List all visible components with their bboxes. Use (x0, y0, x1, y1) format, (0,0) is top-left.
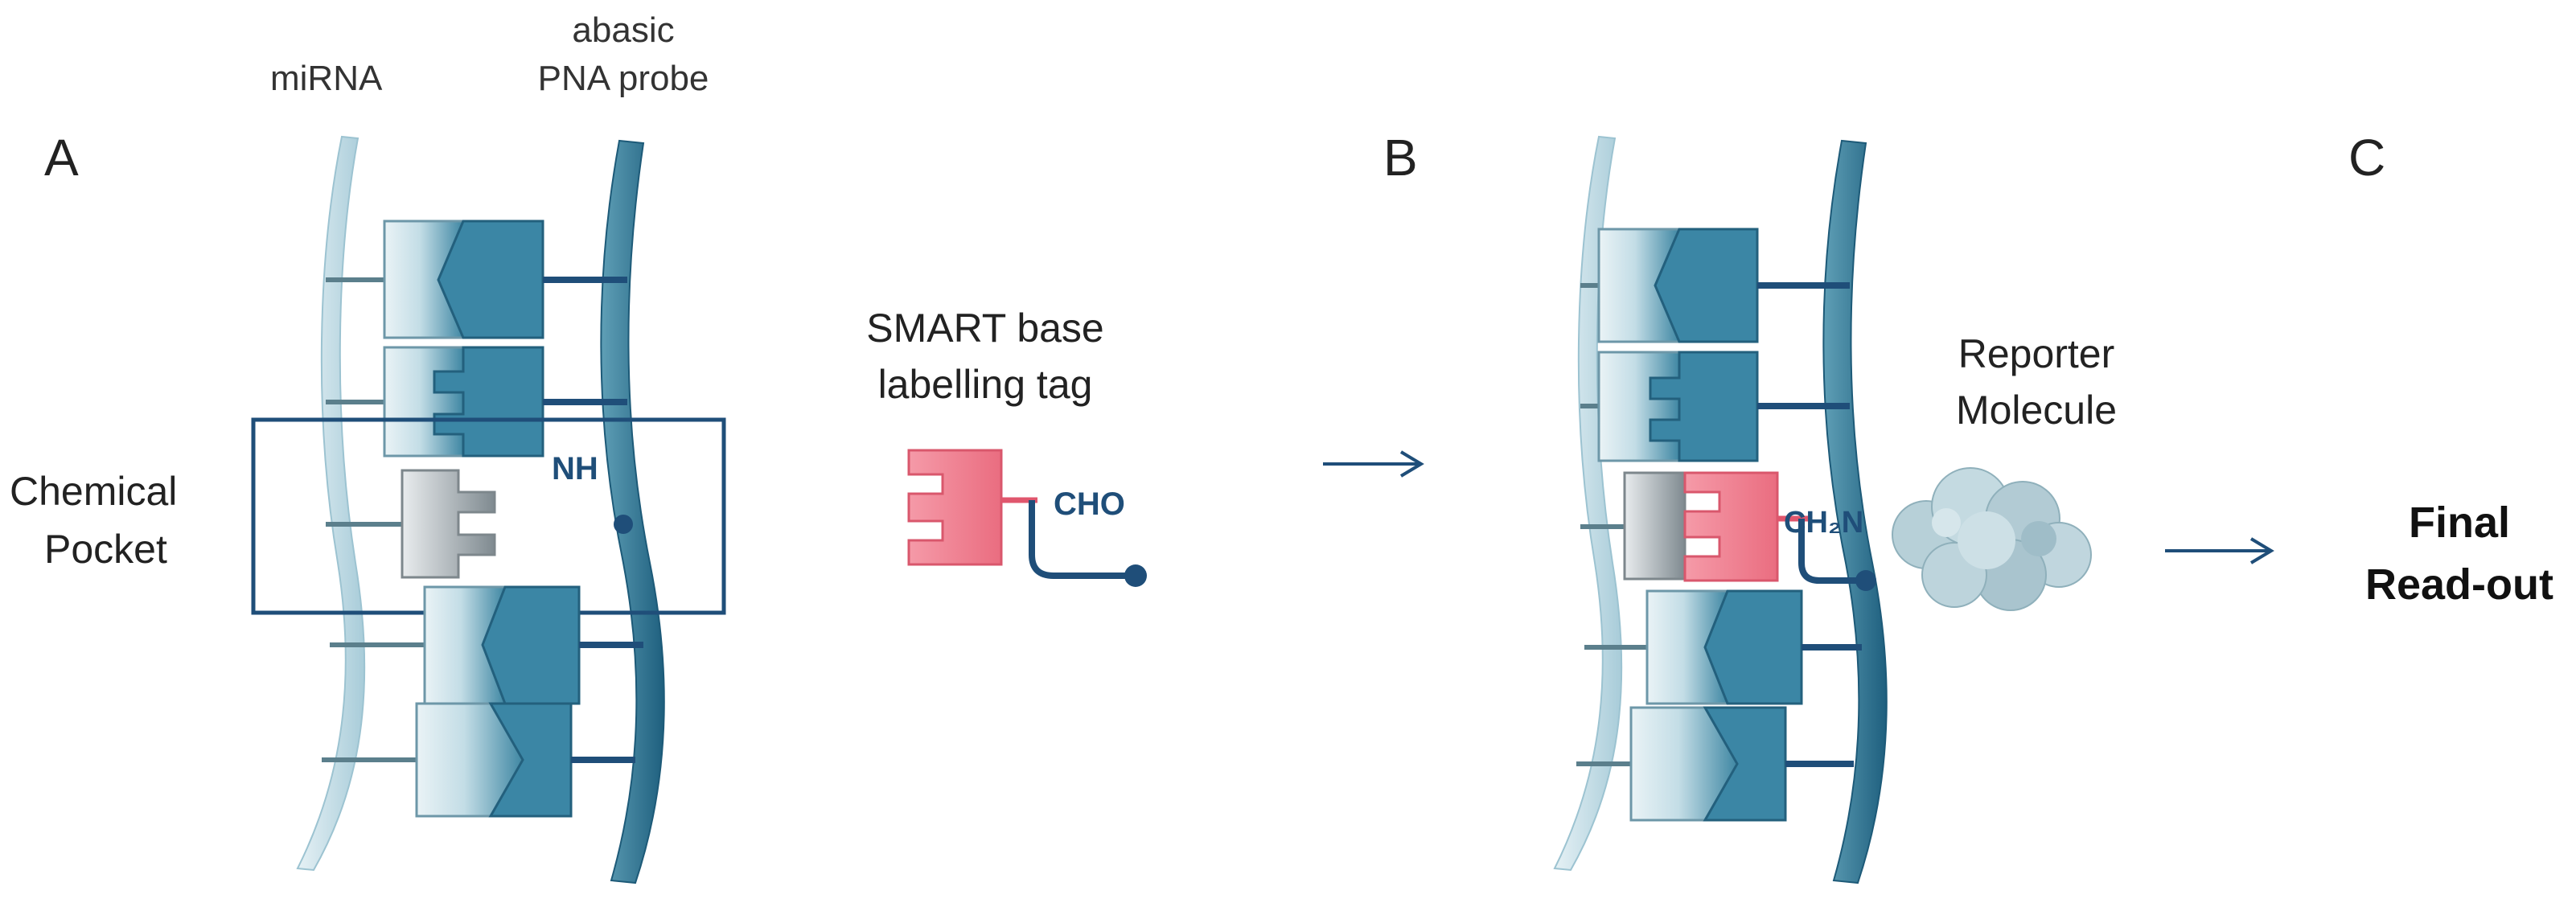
mirna-strand (1553, 135, 1623, 872)
base-pair (1576, 706, 1854, 822)
panel-a: A miRNA abasic PNA probe NH (10, 10, 726, 884)
nh-label: NH (552, 451, 598, 486)
base-pair (1580, 351, 1850, 462)
smart-linker (1029, 500, 1134, 579)
final-readout-line1: Final (2409, 499, 2510, 547)
smart-label-line2: labelling tag (878, 362, 1093, 407)
base-pair (330, 585, 643, 705)
pocket-label-line1: Chemical (10, 469, 177, 514)
nh-site-dot (614, 515, 633, 534)
smart-tag: SMART base labelling tag CHO (866, 306, 1147, 587)
panel-c-letter: C (2348, 129, 2385, 187)
ch2n-label: CH₂N (1784, 506, 1863, 540)
base-pair (326, 220, 627, 339)
grey-base (326, 469, 496, 579)
base-pair (1584, 589, 1862, 705)
pna-probe-strand (600, 139, 665, 884)
probe-label-line1: abasic (572, 10, 674, 50)
reporter-label-line2: Molecule (1956, 388, 2117, 433)
smart-base-block (907, 449, 1003, 566)
pocket-label-line2: Pocket (44, 527, 167, 572)
cho-label: CHO (1054, 486, 1125, 522)
reporter-label-line1: Reporter (1958, 331, 2115, 376)
pna-probe-strand (1822, 139, 1888, 884)
smart-label-line1: SMART base (866, 306, 1104, 351)
arrow-a-to-b (1323, 450, 1424, 478)
reporter-molecule (1892, 467, 2092, 611)
panel-b: B CH₂N (1383, 129, 2117, 884)
probe-label-line2: PNA probe (538, 59, 709, 98)
mirna-strand (296, 135, 366, 872)
panel-b-letter: B (1383, 129, 1418, 187)
panel-a-letter: A (44, 129, 79, 187)
base-pair (1580, 228, 1850, 343)
mirna-label: miRNA (270, 59, 383, 98)
panel-c: C Final Read-out (2348, 129, 2553, 609)
smart-linker-end (1124, 564, 1147, 587)
base-pair (322, 702, 635, 818)
labelled-base-pair (1580, 471, 1876, 591)
base-pair (326, 346, 627, 458)
final-readout-line2: Read-out (2365, 560, 2553, 609)
arrow-b-to-c (2165, 537, 2274, 564)
